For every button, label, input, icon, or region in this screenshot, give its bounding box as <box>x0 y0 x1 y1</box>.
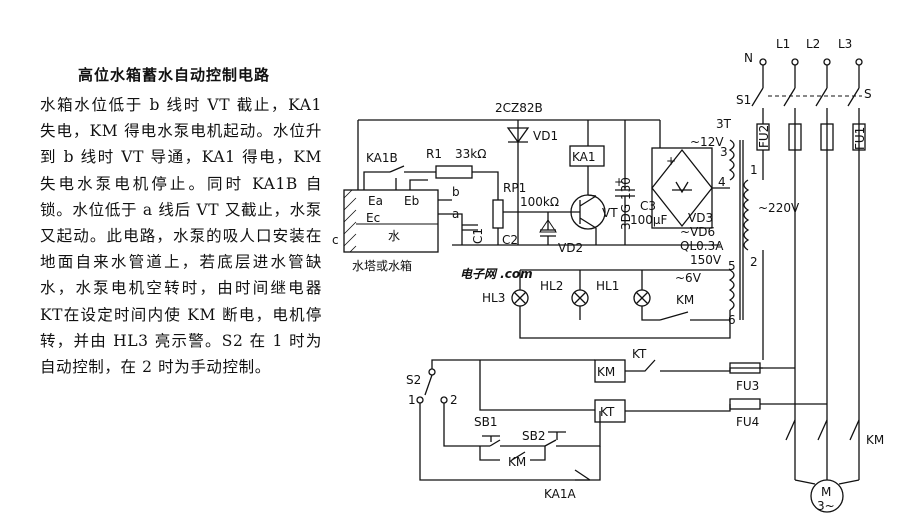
article-title: 高位水箱蓄水自动控制电路 <box>78 66 271 84</box>
label-c3: C3 <box>640 199 656 213</box>
label-n2: 2 <box>750 255 758 269</box>
label-sb1: SB1 <box>474 415 497 429</box>
label-hl1: HL1 <box>596 279 619 293</box>
label-kt-coil: KT <box>600 405 615 419</box>
fuse-fu1-a <box>788 123 802 151</box>
diode-vd1 <box>506 127 530 144</box>
label-motor: M <box>821 485 831 499</box>
label-6v: ~6V <box>675 271 702 285</box>
label-c1: C1 <box>471 228 485 244</box>
label-eb: Eb <box>404 194 419 208</box>
label-vd1: VD1 <box>533 129 558 143</box>
label-n3: 3 <box>720 145 728 159</box>
label-l2: L2 <box>806 37 820 51</box>
label-hl3: HL3 <box>482 291 505 305</box>
label-fu4: FU4 <box>736 415 759 429</box>
resistor-r1 <box>435 165 473 179</box>
fuse-fu1-c <box>852 123 866 151</box>
label-2cz82b: 2CZ82B <box>495 101 543 115</box>
label-water: 水 <box>388 229 400 243</box>
label-n1: 1 <box>750 163 758 177</box>
label-n: N <box>744 51 753 65</box>
label-ka1b: KA1B <box>366 151 398 165</box>
label-bridge-plus: + <box>666 154 676 168</box>
label-n4: 4 <box>718 175 726 189</box>
label-n5: 5 <box>728 259 736 273</box>
label-ka1a: KA1A <box>544 487 577 501</box>
label-vt: VT <box>602 206 618 220</box>
label-ea: Ea <box>368 194 383 208</box>
label-motor-phase: 3~ <box>817 499 835 513</box>
coil-ka1 <box>569 145 605 167</box>
label-12v: ~12V <box>690 135 724 149</box>
label-rp1-value: 100kΩ <box>520 195 559 209</box>
label-rp1: RP1 <box>503 181 526 195</box>
label-ka1: KA1 <box>572 150 596 164</box>
label-kt-contact: KT <box>632 347 647 361</box>
label-l1: L1 <box>776 37 790 51</box>
water-tank <box>343 189 439 253</box>
label-hl2: HL2 <box>540 279 563 293</box>
label-km-contact-top: KM <box>676 293 694 307</box>
label-sb2: SB2 <box>522 429 545 443</box>
label-fu3: FU3 <box>736 379 759 393</box>
label-220v: ~220V <box>758 201 800 215</box>
label-tank: 水塔或水箱 <box>352 258 412 273</box>
label-3t: 3T <box>716 117 732 131</box>
fuse-fu1-b <box>820 123 834 151</box>
article-body: 水箱水位低于 b 线时 VT 截止，KA1 失电，KM 得电水泵电机起动。水位升… <box>40 96 322 377</box>
label-vd2: VD2 <box>558 241 583 255</box>
label-ec: Ec <box>366 211 380 225</box>
label-r1-value: 33kΩ <box>455 147 486 161</box>
label-km-coil: KM <box>597 365 615 379</box>
label-s1: S1 <box>736 93 751 107</box>
label-c2: C2 <box>502 233 518 247</box>
label-km-main: KM <box>866 433 884 447</box>
potentiometer-rp1 <box>492 199 504 229</box>
label-ql: QL0.3A <box>680 239 724 253</box>
label-c3-plus: + <box>614 175 624 189</box>
label-c-terminal: c <box>332 233 339 247</box>
label-b: b <box>452 185 460 199</box>
label-fu2: FU2 <box>757 125 771 148</box>
label-l3: L3 <box>838 37 852 51</box>
label-s2-2: 2 <box>450 393 458 407</box>
label-vd3: VD3 <box>688 211 713 225</box>
label-fu1: FU1 <box>853 127 867 150</box>
label-n6: 6 <box>728 313 736 327</box>
label-150v: 150V <box>690 253 722 267</box>
label-r1: R1 <box>426 147 442 161</box>
label-s2: S2 <box>406 373 421 387</box>
watermark: 电子网 .com <box>460 267 533 281</box>
label-c3-value: 100μF <box>630 213 668 227</box>
label-s: S <box>864 87 872 101</box>
label-vd6: ~VD6 <box>680 225 715 239</box>
motor <box>810 479 844 513</box>
fuse-fu4 <box>729 398 761 410</box>
label-km-aux: KM <box>508 455 526 469</box>
label-s2-1: 1 <box>408 393 416 407</box>
diode-vd2 <box>539 219 557 233</box>
